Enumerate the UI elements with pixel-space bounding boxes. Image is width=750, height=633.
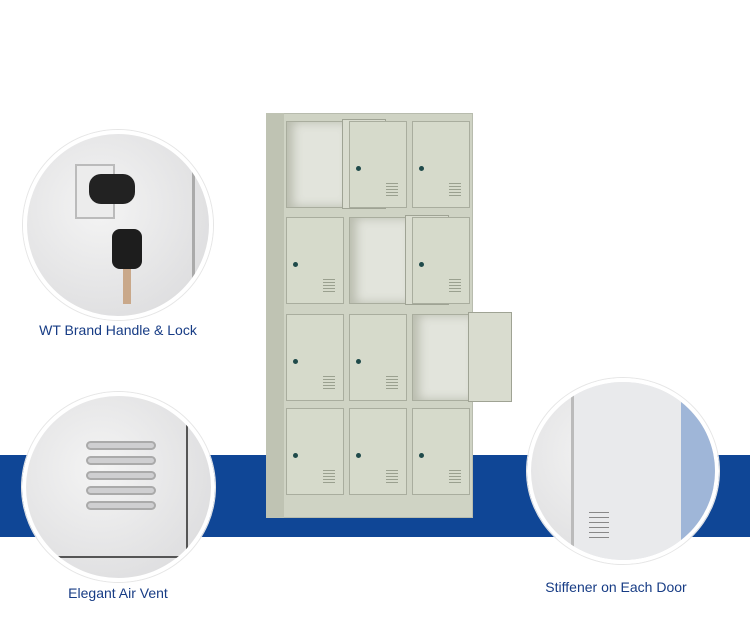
lock-icon	[293, 359, 298, 364]
locker-door[interactable]	[412, 408, 470, 495]
cabinet-side	[266, 113, 284, 518]
vent-slot	[86, 441, 156, 450]
open-locker-compartment[interactable]	[412, 314, 470, 401]
feature-label-lock: WT Brand Handle & Lock	[39, 322, 197, 338]
locker-door[interactable]	[349, 408, 407, 495]
vent-icon	[449, 279, 461, 293]
lock-icon	[419, 453, 424, 458]
locker-door[interactable]	[412, 121, 470, 208]
background-wall	[681, 382, 715, 560]
vent-slot	[86, 471, 156, 480]
vent-icon	[589, 512, 609, 542]
lock-icon	[419, 262, 424, 267]
feature-label-vent: Elegant Air Vent	[68, 585, 168, 601]
vent-icon	[323, 470, 335, 484]
locker-door[interactable]	[286, 217, 344, 304]
lock-icon	[293, 262, 298, 267]
open-locker-compartment[interactable]	[286, 121, 344, 208]
vent-icon	[386, 470, 398, 484]
vent-icon	[323, 279, 335, 293]
lock-icon	[419, 166, 424, 171]
door-edge	[192, 134, 195, 316]
vent-icon	[386, 183, 398, 197]
vent-icon	[449, 183, 461, 197]
vent-slot	[86, 456, 156, 465]
open-door-panel	[571, 382, 681, 560]
feature-label-stiffener: Stiffener on Each Door	[545, 579, 687, 595]
feature-lock-image	[23, 130, 213, 320]
lock-icon	[356, 359, 361, 364]
feature-vent-image	[22, 392, 215, 582]
key-head-icon	[89, 174, 135, 204]
feature-stiffener-image	[527, 378, 719, 564]
vent-slot	[86, 486, 156, 495]
key-blade	[123, 269, 131, 304]
lock-icon	[293, 453, 298, 458]
door-bottom-edge	[56, 556, 191, 558]
door-edge	[186, 396, 188, 556]
vent-slot	[86, 501, 156, 510]
vent-icon	[386, 376, 398, 390]
vent-icon	[323, 376, 335, 390]
key-icon	[112, 229, 142, 269]
open-locker-door[interactable]	[468, 312, 512, 402]
lock-icon	[356, 166, 361, 171]
lock-icon	[356, 453, 361, 458]
locker-door[interactable]	[286, 314, 344, 401]
locker-door[interactable]	[349, 314, 407, 401]
locker-door[interactable]	[412, 217, 470, 304]
open-locker-compartment[interactable]	[349, 217, 407, 304]
locker-door[interactable]	[286, 408, 344, 495]
vent-icon	[449, 470, 461, 484]
locker-door[interactable]	[349, 121, 407, 208]
